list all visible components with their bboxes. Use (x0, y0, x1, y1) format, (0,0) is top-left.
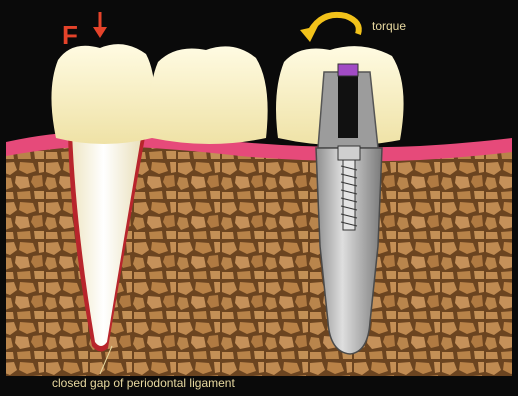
access-channel (338, 72, 358, 138)
screw-shaft (343, 160, 355, 230)
screw-head (338, 146, 360, 160)
access-seal (338, 64, 358, 76)
ligament-label: closed gap of periodontal ligament (52, 376, 235, 390)
middle-tooth-crown (150, 46, 268, 144)
torque-label: torque (372, 19, 406, 33)
force-label: F (62, 20, 78, 50)
natural-tooth-crown (51, 44, 154, 144)
